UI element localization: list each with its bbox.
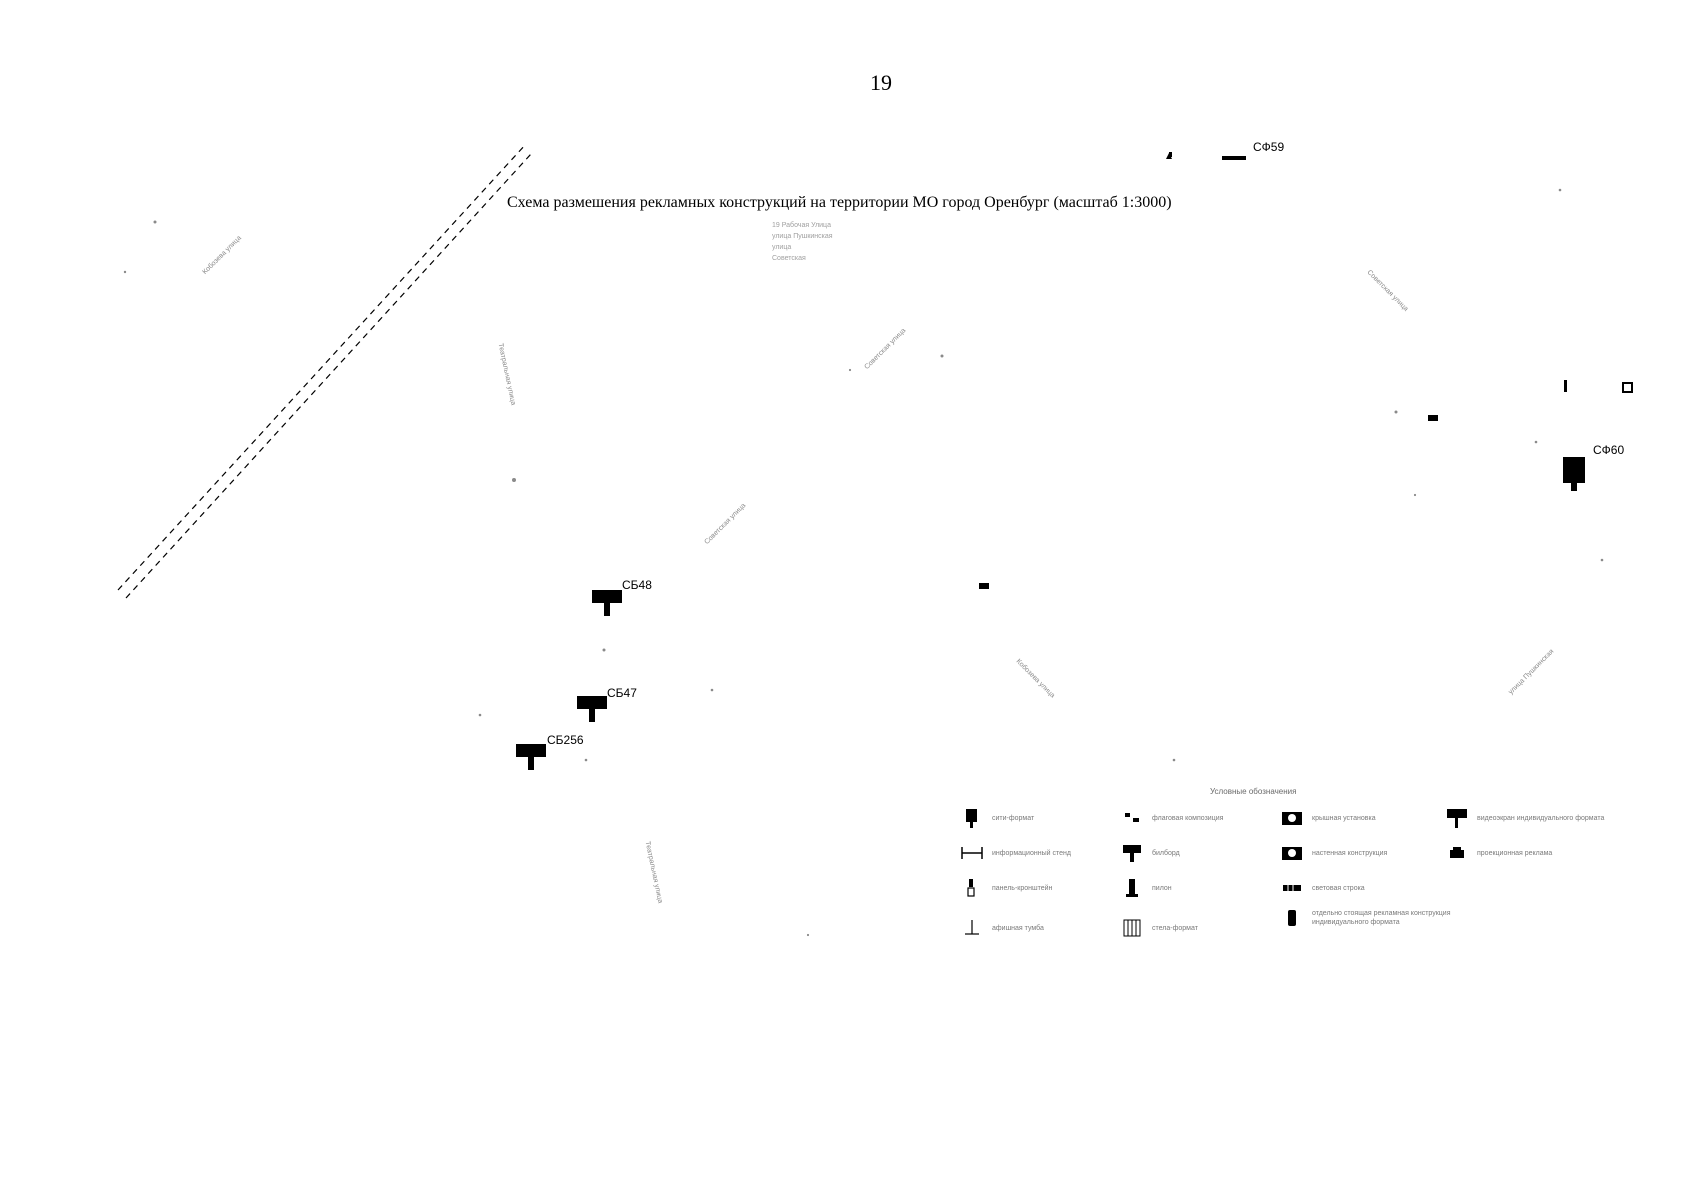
light-line-icon (1283, 885, 1301, 891)
legend-item-flag: флаговая композиция (1120, 807, 1223, 829)
legend-item-billboard: билборд (1120, 842, 1180, 864)
legend-title: Условные обозначения (1210, 787, 1297, 796)
wall-structure-icon (1282, 847, 1302, 860)
freestanding-icon (1288, 910, 1296, 926)
legend-item-pylon: пилон (1120, 877, 1172, 899)
info-stand-icon (961, 847, 983, 859)
map-faint-text: 19 Рабочая Улица улица Пушкинская улица … (772, 222, 833, 262)
legend: Условные обозначения сити-формат флагова… (960, 787, 1610, 957)
legend-item-freestanding: отдельно стоящая рекламная конструкция и… (1280, 907, 1452, 929)
projection-icon (1450, 847, 1464, 858)
legend-item-light-line: световая строка (1280, 877, 1365, 899)
marker-label-sb256[interactable]: СБ256 (547, 733, 584, 747)
map-residue (123, 188, 1604, 937)
legend-item-stele: стела-формат (1120, 917, 1198, 939)
legend-item-video: видеоэкран индивидуального формата (1445, 807, 1604, 829)
legend-item-poster: афишная тумба (960, 917, 1044, 939)
marker-label-sb47[interactable]: СБ47 (607, 686, 637, 700)
small-structures (979, 152, 1633, 589)
city-format-icon (966, 809, 977, 828)
page-number: 19 (870, 70, 892, 95)
marker-label-sf59[interactable]: СФ59 (1253, 140, 1285, 154)
map-title: Схема размешения рекламных конструкций н… (507, 193, 1172, 211)
legend-item-wall: настенная конструкция (1280, 842, 1387, 864)
legend-item-projection: проекционная реклама (1445, 842, 1552, 864)
poster-cabinet-icon (965, 920, 979, 935)
marker-label-sb48[interactable]: СБ48 (622, 578, 652, 592)
marker-label-sf60[interactable]: СФ60 (1593, 443, 1625, 457)
legend-item-bracket: панель-кронштейн (960, 877, 1052, 899)
roof-installation-icon (1282, 812, 1302, 825)
legend-item-roof: крышная установка (1280, 807, 1376, 829)
stele-icon (1123, 919, 1141, 937)
video-screen-icon (1447, 809, 1467, 828)
billboard-icon (1123, 845, 1141, 862)
bracket-panel-icon (967, 879, 975, 897)
boundary-line (117, 143, 532, 599)
pylon-icon (1126, 879, 1138, 897)
flag-composition-icon (1125, 813, 1139, 822)
legend-item-info-stand: информационный стенд (960, 842, 1071, 864)
legend-item-city-format: сити-формат (960, 807, 1034, 829)
